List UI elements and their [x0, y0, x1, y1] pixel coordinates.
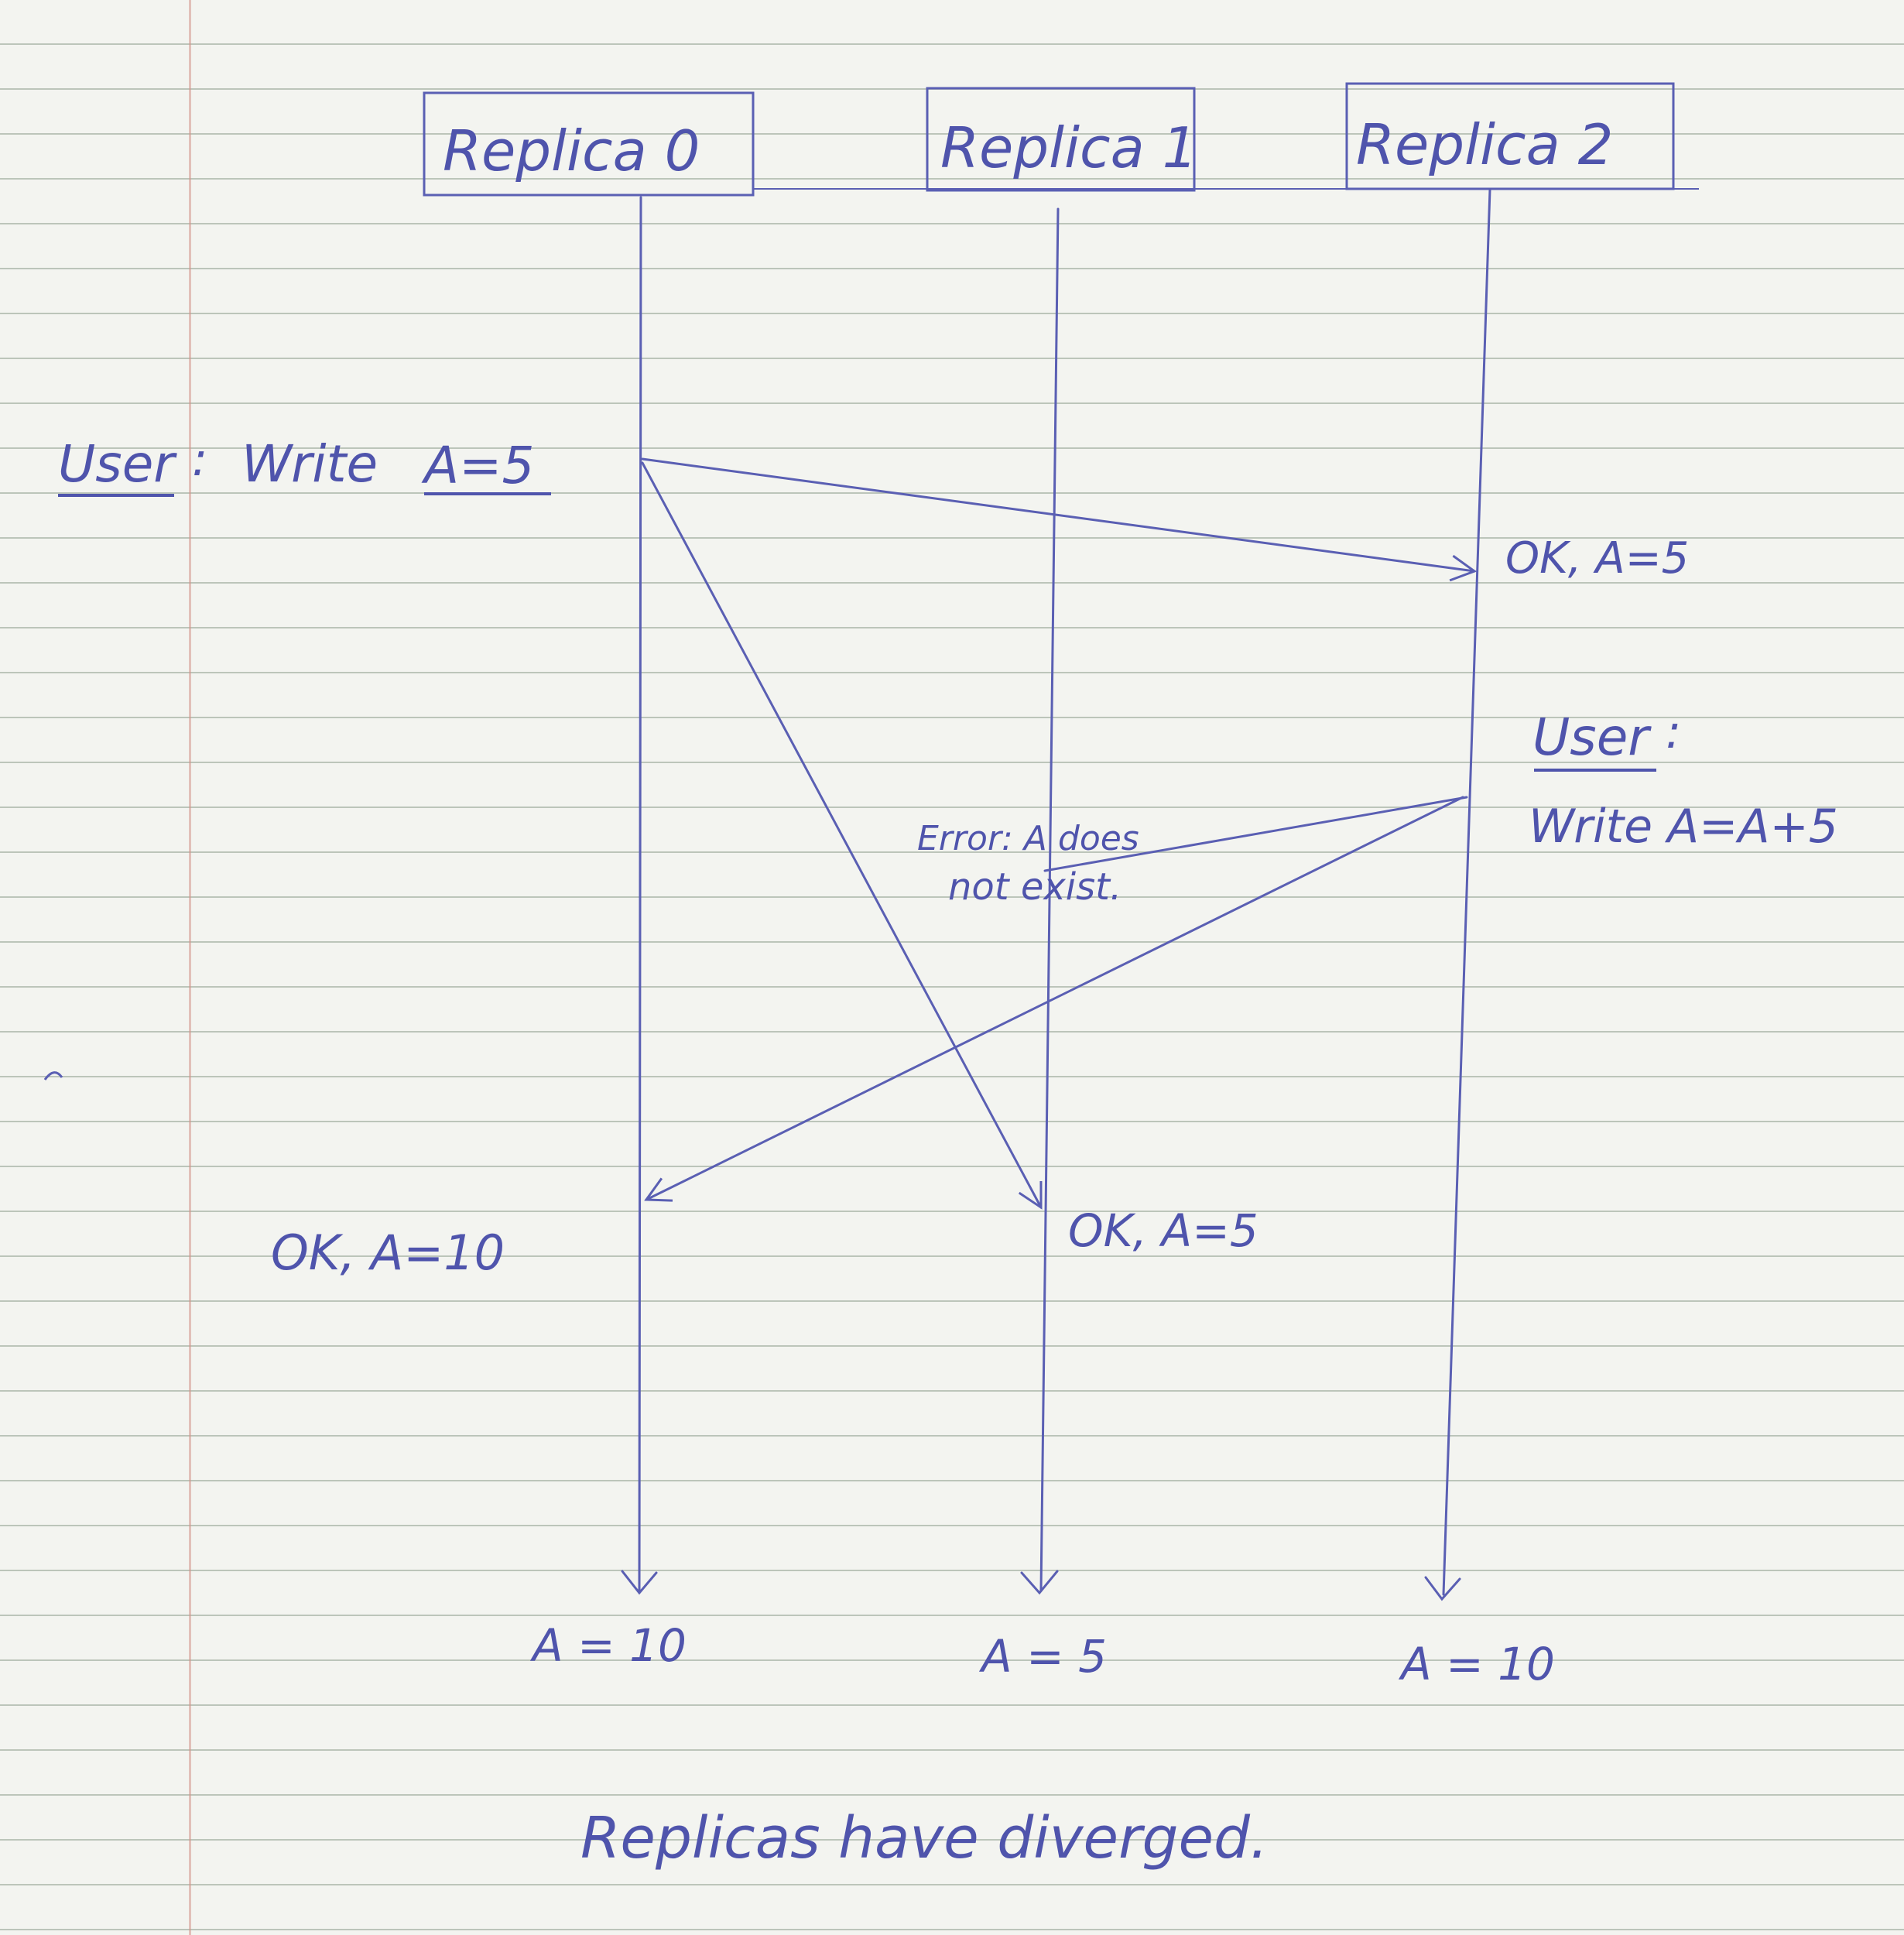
- replica-2-header: Replica 2: [1345, 82, 1675, 190]
- error-r1-line2: not exist.: [948, 865, 1122, 909]
- replica-0-label: Replica 0: [443, 118, 700, 183]
- replica-2-label: Replica 2: [1356, 112, 1613, 177]
- replica-1-box: [926, 87, 1196, 192]
- replica-1-final-value: A = 5: [978, 1630, 1107, 1683]
- replica-1-lifeline: [1039, 207, 1060, 1592]
- replica-0-end-arrow: [621, 1570, 658, 1595]
- replica-1-header: Replica 1: [926, 87, 1197, 192]
- user-write-2-prefix: User: [1532, 707, 1652, 767]
- replica-0-lifeline: [638, 196, 642, 1592]
- msg-r2-to-r1: [1043, 796, 1468, 872]
- replica-2-final-value: A = 10: [1398, 1638, 1555, 1690]
- msg-r2-to-r0: [644, 796, 1464, 1202]
- user-write-2: User : Write A=A+5: [1529, 705, 1838, 854]
- ack-r1-label: OK, A=5: [1068, 1204, 1258, 1257]
- user-write-1: User : Write A=5: [58, 433, 551, 497]
- replica-2-lifeline: [1442, 188, 1491, 1596]
- conclusion-text: Replicas have diverged.: [580, 1805, 1269, 1872]
- error-r1-line1: Error: A does: [917, 819, 1139, 858]
- replica-2-end-arrow: [1424, 1576, 1461, 1601]
- user-write-1-separator: :: [192, 433, 207, 487]
- user-write-2-separator: :: [1666, 705, 1681, 759]
- replica-0-box: [423, 91, 755, 197]
- msg-r0-to-r1: [641, 461, 1043, 1210]
- user-write-1-action: Write: [241, 434, 378, 494]
- ack-r2-label: OK, A=5: [1505, 533, 1689, 584]
- ack-r0-label: OK, A=10: [271, 1224, 505, 1281]
- replica-0-header: Replica 0: [423, 91, 755, 197]
- replica-1-label: Replica 1: [940, 115, 1197, 180]
- user-write-1-prefix: User: [58, 434, 177, 494]
- msg-r0-to-r2: [641, 457, 1478, 582]
- replica-1-end-arrow: [1020, 1570, 1059, 1595]
- user-write-2-line2: Write A=A+5: [1529, 800, 1838, 854]
- stray-mark: [43, 1071, 63, 1081]
- margin-line: [189, 0, 191, 1935]
- user-write-1-expr: A=5: [421, 436, 534, 495]
- replica-0-final-value: A = 10: [529, 1619, 687, 1672]
